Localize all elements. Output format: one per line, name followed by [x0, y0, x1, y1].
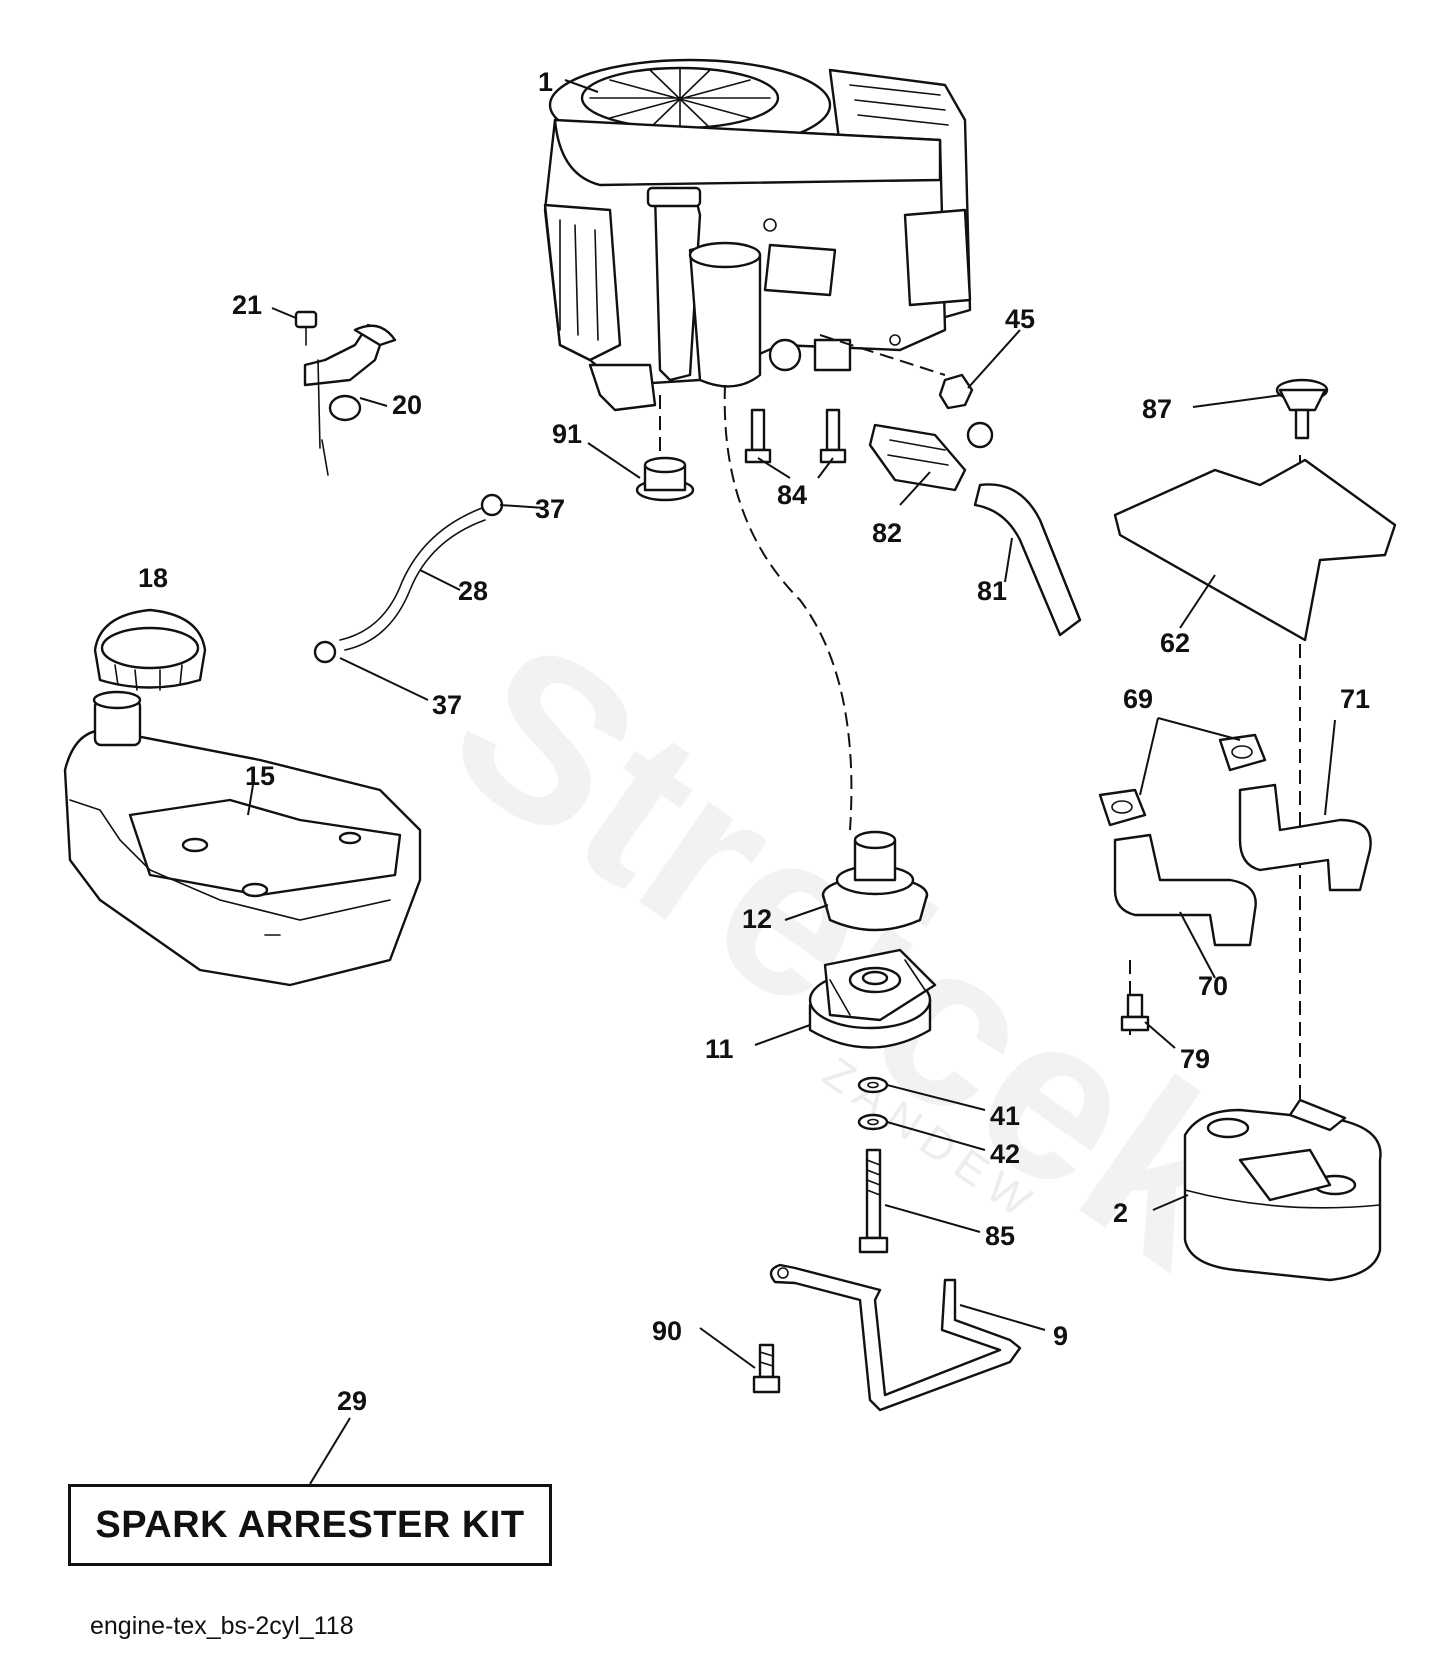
diagram-code: engine-tex_bs-2cyl_118: [90, 1612, 354, 1640]
label-part-71: 71: [1340, 684, 1370, 714]
clutch-bolt: [858, 1148, 889, 1254]
label-part-90: 90: [652, 1316, 682, 1346]
leader-lines: [247, 79, 1336, 1485]
label-part-12: 12: [742, 904, 772, 934]
label-part-15: 15: [245, 761, 275, 791]
drain-hose: [973, 483, 1082, 637]
oil-drain-valve: [868, 421, 994, 492]
gas-cap: [93, 608, 207, 691]
label-part-45: 45: [1005, 304, 1035, 334]
exhaust-manifold-right: [1238, 783, 1372, 892]
label-part-69: 69: [1123, 684, 1153, 714]
label-part-81: 81: [977, 576, 1007, 606]
label-part-79: 79: [1180, 1044, 1210, 1074]
label-part-2: 2: [1113, 1198, 1128, 1228]
muffler: [1183, 1098, 1382, 1282]
engine: [543, 58, 972, 412]
throttle-control: [294, 310, 397, 476]
label-part-21: 21: [232, 290, 262, 320]
heat-shield: [1113, 378, 1397, 642]
svg-text:Streicek: Streicek: [410, 590, 1291, 1315]
label-part-37-bottom: 37: [432, 690, 462, 720]
label-part-42: 42: [990, 1139, 1020, 1169]
fuel-hose-assembly: [313, 493, 504, 664]
watermark: Streicek ZANDEW: [410, 590, 1291, 1315]
label-part-11: 11: [705, 1034, 734, 1064]
pto-clutch: [808, 948, 937, 1049]
shaft-guide-line: [723, 384, 853, 831]
label-part-28: 28: [458, 576, 488, 606]
exhaust-bolt: [1120, 993, 1150, 1032]
pulley: [821, 830, 929, 932]
engine-vent-line: [819, 334, 946, 376]
washer-41: [857, 1076, 889, 1094]
label-part-70: 70: [1198, 971, 1228, 1001]
label-part-1: 1: [538, 67, 553, 97]
bracket-bolt: [752, 1343, 781, 1394]
label-part-84: 84: [777, 480, 807, 510]
fuel-tank: [63, 690, 422, 987]
label-part-29: 29: [337, 1386, 367, 1416]
label-part-9: 9: [1053, 1321, 1068, 1351]
label-part-82: 82: [872, 518, 902, 548]
spark-arrester-kit-box: SPARK ARRESTER KIT: [68, 1484, 552, 1566]
spark-arrester-kit-label: SPARK ARRESTER KIT: [95, 1503, 525, 1546]
nut: [938, 373, 974, 410]
mount-bolts: [744, 408, 847, 464]
label-part-85: 85: [985, 1221, 1015, 1251]
label-part-91: 91: [552, 419, 582, 449]
washer-42: [857, 1113, 889, 1131]
exhaust-gaskets: [1098, 733, 1267, 827]
label-part-18: 18: [138, 563, 168, 593]
label-part-87: 87: [1142, 394, 1172, 424]
label-part-20: 20: [392, 390, 422, 420]
clutch-bracket: [769, 1263, 1022, 1412]
label-part-62: 62: [1160, 628, 1190, 658]
part-number-labels: 1 21 20 45 87 91 84 82 81 62 37 28 37 18…: [138, 67, 1370, 1416]
engine-bushing: [635, 456, 695, 502]
exhaust-manifold-left: [1113, 833, 1257, 947]
label-part-37-top: 37: [535, 494, 565, 524]
label-part-41: 41: [990, 1101, 1020, 1131]
